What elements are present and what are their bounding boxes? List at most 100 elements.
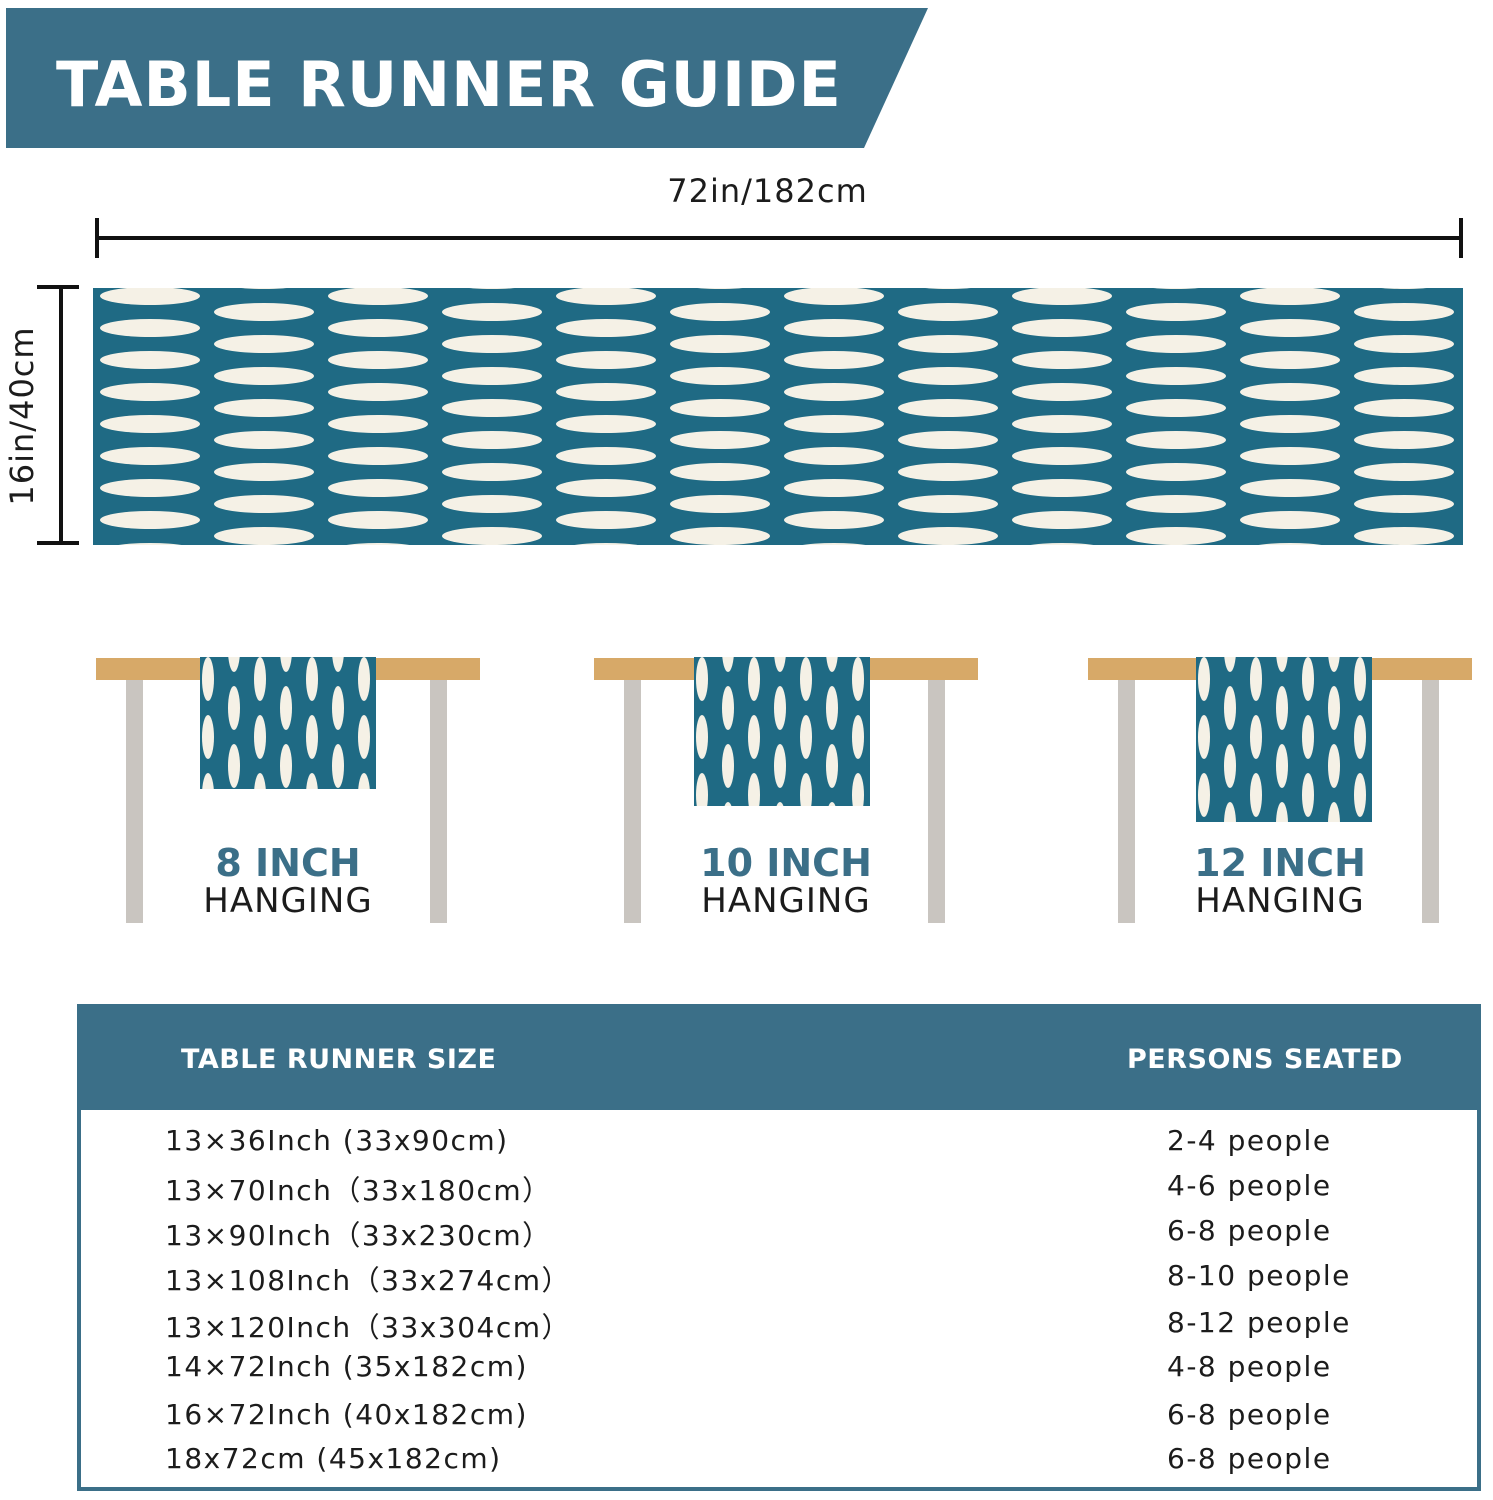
pattern-oval [722,686,734,730]
pattern-oval [800,657,812,701]
pattern-oval [328,351,428,369]
pattern-oval [1012,511,1112,529]
persons-cell: 6-8 people [1167,1442,1332,1475]
pattern-oval [254,773,266,789]
pattern-oval [774,686,786,730]
size-cell: 16×72Inch (40x182cm) [165,1398,528,1431]
persons-cell: 4-8 people [1167,1350,1332,1383]
pattern-oval [1302,657,1314,701]
pattern-oval [1126,367,1226,385]
pattern-oval [1250,657,1262,701]
pattern-oval [332,686,344,730]
size-cell: 13×90Inch（33x230cm） [165,1219,552,1252]
pattern-oval [670,367,770,385]
pattern-oval [254,657,266,701]
pattern-oval [346,543,410,545]
pattern-oval [784,415,884,433]
pattern-oval [925,288,971,289]
pattern-oval [670,495,770,513]
pattern-oval [214,303,314,321]
hanging-word-label: HANGING [701,881,871,921]
pattern-oval [800,715,812,759]
height-dimension-line [37,285,79,545]
pattern-oval [784,351,884,369]
table-leg [430,680,447,923]
pattern-oval [1250,715,1262,759]
pattern-oval [776,802,784,806]
pattern-oval [1126,431,1226,449]
pattern-oval [1126,527,1226,545]
size-cell: 14×72Inch (35x182cm) [165,1350,528,1383]
height-dimension-label: 16in/40cm [3,326,41,506]
pattern-oval [784,447,884,465]
pattern-oval [1126,303,1226,321]
pattern-oval [670,303,770,321]
pattern-oval [1240,319,1340,337]
pattern-oval [898,335,998,353]
pattern-oval [1354,367,1454,385]
pattern-oval [332,744,344,788]
size-cell: 13×108Inch（33x274cm） [165,1264,571,1297]
pattern-oval [826,657,838,672]
pattern-oval [328,479,428,497]
pattern-oval [670,431,770,449]
pattern-oval [442,431,542,449]
pattern-oval [328,288,428,305]
pattern-oval [1012,319,1112,337]
pattern-oval [254,715,266,759]
pattern-oval [1302,773,1314,817]
pattern-oval [1354,657,1366,701]
pattern-oval [670,399,770,417]
pattern-oval [214,399,314,417]
pattern-oval [228,657,240,672]
pattern-oval [202,715,214,759]
pattern-oval [1354,399,1454,417]
width-dimension-line [95,218,1463,258]
pattern-oval [670,527,770,545]
hanging-word-label: HANGING [203,881,373,921]
pattern-oval [202,657,214,701]
table-leg [624,680,641,923]
pattern-oval [696,715,708,759]
size-cell: 13×120Inch（33x304cm） [165,1311,571,1344]
table-leg [1422,680,1439,923]
pattern-oval [1240,415,1340,433]
pattern-oval [852,773,864,806]
hanging-runner [200,657,376,789]
hanging-runner [694,657,870,806]
pattern-oval [214,463,314,481]
size-cell: 13×36Inch (33x90cm) [165,1124,509,1157]
pattern-oval [898,431,998,449]
pattern-oval [556,447,656,465]
persons-cell: 6-8 people [1167,1398,1332,1431]
pattern-oval [442,399,542,417]
pattern-oval [784,479,884,497]
pattern-oval [100,447,200,465]
pattern-oval [1198,773,1210,817]
pattern-oval [852,715,864,759]
table-row: 14×72Inch (35x182cm) 4-8 people [81,1350,1477,1394]
pattern-oval [1354,773,1366,817]
pattern-oval [1328,686,1340,730]
pattern-oval [1354,715,1366,759]
pattern-oval [214,431,314,449]
table-row: 13×90Inch（33x230cm） 6-8 people [81,1214,1477,1258]
pattern-oval [800,773,812,806]
table-figure-12-inch: 12 INCH HANGING [1088,600,1488,930]
pattern-oval [228,686,240,730]
pattern-oval [898,495,998,513]
pattern-oval [332,657,344,672]
pattern-oval [1276,802,1288,822]
pattern-oval [852,657,864,701]
column-header-size: TABLE RUNNER SIZE [181,1044,497,1075]
width-dimension-label: 72in/182cm [667,172,868,210]
pattern-oval [556,415,656,433]
pattern-oval [697,288,743,289]
pattern-oval [556,351,656,369]
pattern-oval [328,319,428,337]
pattern-oval [100,415,200,433]
pattern-oval [556,383,656,401]
pattern-oval [280,744,292,788]
hanging-size-label: 10 INCH [700,841,872,885]
pattern-oval [784,288,884,305]
